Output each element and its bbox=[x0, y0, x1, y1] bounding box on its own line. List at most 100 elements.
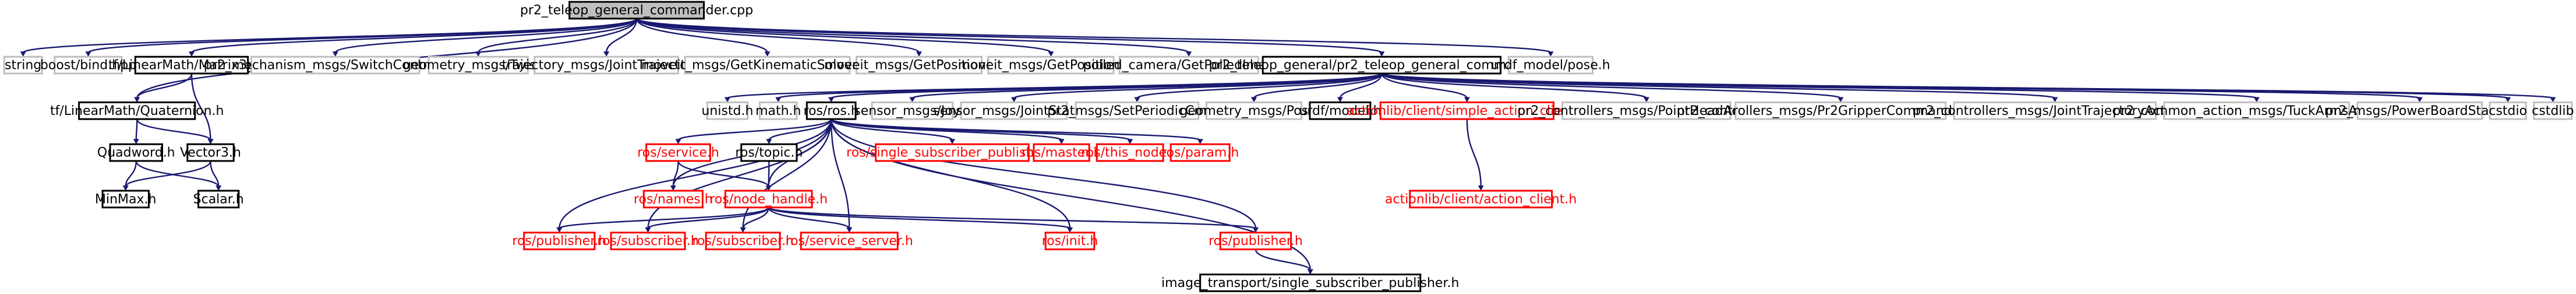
node-math[interactable]: math.h bbox=[755, 101, 801, 120]
arrowhead-root-to-moveit_ik bbox=[1048, 51, 1054, 57]
node-box bbox=[1075, 101, 1200, 120]
arrowhead-cmdr_h-to-unistd bbox=[724, 97, 730, 103]
edge-matrix3x3-to-vector3 bbox=[190, 73, 211, 141]
node-moveit-kin[interactable]: moveit_msgs/GetKinematicSolverInfo.h bbox=[641, 55, 893, 75]
node-label: moveit_msgs/GetPositionFK.h bbox=[824, 58, 1014, 73]
edge-ros_ros-to-ros_subscriber2 bbox=[742, 119, 832, 229]
node-label: cstdlib bbox=[2532, 104, 2574, 118]
arrowhead-node_handle-to-ros_publisher bbox=[556, 227, 563, 233]
node-gripper-cmd[interactable]: pr2_controllers_msgs/Pr2GripperCommandAc… bbox=[1677, 101, 2005, 120]
node-box bbox=[533, 55, 680, 75]
node-geom-twist[interactable]: geometry_msgs/Twist.h bbox=[403, 55, 553, 75]
node-label: moveit_msgs/GetPositionIK.h bbox=[958, 58, 1144, 73]
node-tuck-arms[interactable]: pr2_common_action_msgs/TuckArmsAction.h bbox=[2112, 101, 2401, 120]
node-label: actionlib/client/action_client.h bbox=[1385, 192, 1577, 206]
node-cstdio[interactable]: cstdio bbox=[2489, 101, 2527, 120]
node-box bbox=[2533, 101, 2573, 120]
node-quaternion[interactable]: tf/LinearMath/Quaternion.h bbox=[50, 101, 224, 120]
node-action-client[interactable]: actionlib/client/action_client.h bbox=[1385, 190, 1577, 209]
node-ros-master[interactable]: ros/master.h bbox=[1022, 143, 1101, 162]
node-service-server[interactable]: ros/service_server.h bbox=[786, 232, 913, 250]
node-sensor-joy[interactable]: sensor_msgs/Joy.h bbox=[854, 101, 971, 120]
arrowhead-cmdr_h-to-sac_client bbox=[1464, 97, 1470, 103]
node-minmax[interactable]: MinMax.h bbox=[95, 190, 156, 209]
edge-root-to-urdf_pose bbox=[635, 18, 1552, 54]
edge-sac_client-to-action_client bbox=[1466, 119, 1482, 187]
node-label: geometry_msgs/Twist.h bbox=[403, 58, 553, 73]
edge-cmdr_h-to-cstdlib bbox=[1381, 72, 2554, 99]
node-box bbox=[724, 190, 813, 209]
node-label: ros/master.h bbox=[1022, 146, 1101, 160]
node-it-single-sub[interactable]: image_transport/single_subscriber_publis… bbox=[1161, 274, 1459, 292]
node-ros-publisher2[interactable]: ros/publisher.h bbox=[1209, 232, 1303, 250]
edge-matrix3x3-to-quaternion bbox=[136, 73, 193, 99]
arrowhead-root-to-boost_bind bbox=[85, 51, 91, 57]
node-string[interactable]: string bbox=[3, 55, 43, 75]
node-boost-bind[interactable]: boost/bind.hpp bbox=[40, 55, 136, 75]
node-polled-cam[interactable]: polled_camera/GetPolledImage.h bbox=[1083, 55, 1295, 75]
node-ros-service[interactable]: ros/service.h bbox=[637, 143, 719, 162]
node-ros-names[interactable]: ros/names.h bbox=[634, 190, 713, 209]
node-ros-publisher[interactable]: ros/publisher.h bbox=[512, 232, 606, 250]
edge-node_handle-to-ros_init bbox=[768, 206, 1071, 229]
node-label: pr2_common_action_msgs/TuckArmsAction.h bbox=[2112, 104, 2401, 118]
node-ros-param[interactable]: ros/param.h bbox=[1161, 143, 1239, 162]
node-moveit-ik[interactable]: moveit_msgs/GetPositionIK.h bbox=[958, 55, 1144, 75]
node-geom-pose[interactable]: geometry_msgs/Pose.h bbox=[1179, 101, 1328, 120]
node-power-board[interactable]: pr2_msgs/PowerBoardState.h bbox=[2326, 101, 2514, 120]
node-sac-client[interactable]: actionlib/client/simple_action_client.h bbox=[1347, 101, 1587, 120]
node-periodic-cmd[interactable]: pr2_msgs/SetPeriodicCmd.h bbox=[1047, 101, 1227, 120]
node-box bbox=[1206, 101, 1303, 120]
edge-ros_service-to-ros_names bbox=[672, 160, 679, 187]
node-box bbox=[1309, 101, 1372, 120]
node-label: math.h bbox=[755, 104, 801, 118]
node-label: ros/service.h bbox=[637, 146, 719, 160]
node-vector3[interactable]: Vector3.h bbox=[180, 143, 241, 162]
node-jt-action[interactable]: pr2_controllers_msgs/JointTrajectoryActi… bbox=[1913, 101, 2197, 120]
node-box bbox=[427, 55, 529, 75]
node-box bbox=[2489, 101, 2527, 120]
node-switch-ctrl[interactable]: pr2_mechanism_msgs/SwitchController.h bbox=[204, 55, 467, 75]
arrowhead-ros_ros-to-ros_topic bbox=[766, 139, 772, 145]
arrowhead-sac_client-to-action_client bbox=[1478, 185, 1484, 191]
node-label: urdf_model/pose.h bbox=[1491, 58, 1610, 73]
node-urdf-pose[interactable]: urdf_model/pose.h bbox=[1491, 55, 1610, 75]
node-box bbox=[1033, 143, 1090, 162]
edge-ros_service-to-node_handle bbox=[677, 160, 769, 187]
node-ros-subscriber2[interactable]: ros/subscriber.h bbox=[692, 232, 794, 250]
node-moveit-fk[interactable]: moveit_msgs/GetPositionFK.h bbox=[824, 55, 1014, 75]
node-ros-ros[interactable]: ros/ros.h bbox=[804, 101, 859, 120]
node-cstdlib[interactable]: cstdlib bbox=[2532, 101, 2574, 120]
node-box bbox=[610, 232, 686, 250]
node-ros-subscriber[interactable]: ros/subscriber.h bbox=[597, 232, 699, 250]
node-label: tf/LinearMath/Quaternion.h bbox=[50, 104, 224, 118]
edge-vector3-to-scalar bbox=[210, 160, 220, 187]
arrowhead-cmdr_h-to-gripper_cmd bbox=[1838, 97, 1844, 103]
edge-cmdr_h-to-periodic_cmd bbox=[1136, 72, 1383, 99]
node-matrix3x3[interactable]: tf/LinearMath/Matrix3x3.h bbox=[108, 55, 275, 75]
node-traj-joint[interactable]: trajectory_msgs/JointTrajectory.h bbox=[502, 55, 711, 75]
node-ros-topic[interactable]: ros/topic.h bbox=[735, 143, 803, 162]
node-box bbox=[759, 101, 798, 120]
node-single-sub-pub[interactable]: ros/single_subscriber_publisher.h bbox=[846, 143, 1058, 162]
arrowhead-cmdr_h-to-urdf_model bbox=[1337, 97, 1343, 103]
arrowhead-node_handle-to-ros_init bbox=[1067, 227, 1073, 233]
node-point-head[interactable]: pr2_controllers_msgs/PointHeadAction.h bbox=[1517, 101, 1776, 120]
node-box bbox=[642, 190, 704, 209]
node-quadword[interactable]: Quadword.h bbox=[97, 143, 175, 162]
node-box bbox=[705, 232, 781, 250]
node-urdf-model[interactable]: urdf/model.h bbox=[1299, 101, 1381, 120]
node-this-node[interactable]: ros/this_node.h bbox=[1081, 143, 1179, 162]
node-box bbox=[855, 55, 983, 75]
node-cmdr-h[interactable]: pr2_teleop_general/pr2_teleop_general_co… bbox=[1209, 55, 1554, 75]
node-label: pr2_msgs/SetPeriodicCmd.h bbox=[1047, 104, 1227, 118]
node-ros-init[interactable]: ros/init.h bbox=[1042, 232, 1098, 250]
edge-node_handle-to-service_server bbox=[768, 207, 850, 229]
node-sensor-joint[interactable]: sensor_msgs/JointState.h bbox=[933, 101, 1095, 120]
node-node-handle[interactable]: ros/node_handle.h bbox=[709, 190, 828, 209]
node-box bbox=[523, 232, 596, 250]
arrowhead-cmdr_h-to-cstdio bbox=[2505, 97, 2511, 103]
node-unistd[interactable]: unistd.h bbox=[701, 101, 753, 120]
node-scalar[interactable]: Scalar.h bbox=[193, 190, 244, 209]
